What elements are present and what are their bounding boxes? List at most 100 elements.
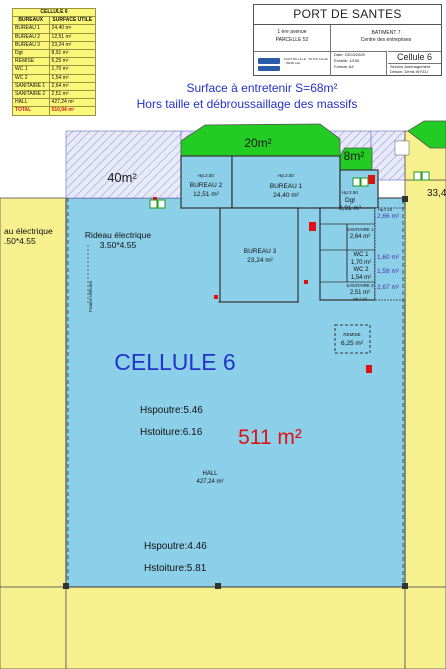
row-value: 1,70 m²	[48, 65, 97, 75]
pillar	[215, 583, 221, 589]
logo-text: PORT DE LILLE · 59 Port Fluvial · 59000 …	[284, 57, 328, 65]
exit-sign-icon	[413, 171, 430, 181]
service-name: Service Aménagement	[390, 64, 431, 69]
table-title: CELLULE 6	[12, 7, 96, 18]
side-val-4: 2,67 m²	[377, 284, 400, 291]
area-33-label: 33,4	[427, 188, 446, 199]
wc2-area: 1,54 m²	[351, 275, 371, 281]
logo-block: PORT DE LILLE · 59 Port Fluvial · 59000 …	[254, 51, 331, 76]
area-8-label: 8m²	[344, 149, 365, 163]
cellule-label: CELLULE 6	[114, 349, 235, 375]
drawing-scale: Echelle: 1/150	[334, 58, 360, 63]
row-value: 24,40 m²	[48, 24, 97, 34]
sanitaire2-name: SANITAIRE 2	[346, 283, 374, 288]
side-hp: Hp:2.43	[378, 207, 393, 212]
wc2-name: WC 2	[354, 267, 370, 273]
fire-extinguisher-icon	[368, 175, 375, 184]
table-header-surface: SURFACE UTILE	[48, 16, 97, 26]
building-block: BATIMENT 7 Centre des entreprises	[331, 25, 441, 51]
row-value: 23,24 m²	[48, 40, 97, 51]
room-bureau1	[231, 155, 341, 209]
side-val-3: 1,58 m²	[377, 268, 400, 275]
bureau3-name: BUREAU 3	[244, 248, 277, 255]
bureau1-hp: Hp:2.50	[278, 173, 294, 178]
row-name: BUREAU 1	[12, 24, 50, 34]
row-name: BUREAU 2	[12, 32, 50, 42]
building-name: BATIMENT 7	[371, 30, 401, 36]
company-logo-icon	[258, 58, 280, 64]
dgt-hp: Hp:2.50	[342, 190, 358, 195]
row-name: SANITAIRE 1	[12, 81, 50, 92]
curtain-line1: Rideau électrique	[85, 230, 151, 240]
drawing-format: Format: A4	[334, 64, 354, 69]
wc1-name: WC 1	[354, 252, 370, 258]
address-line1: 1 ère avenue	[277, 29, 307, 35]
total-name: TOTAL	[12, 106, 50, 116]
neighbour-bottom-left	[0, 586, 67, 669]
row-name: WC 1	[12, 65, 50, 75]
alarm-icon	[153, 197, 157, 201]
fire-extinguisher-icon	[309, 222, 316, 231]
elec-left-line2: .50*4.55	[4, 236, 36, 246]
telecom-label: France télécom	[88, 281, 93, 312]
row-name: SANITAIRE 2	[12, 90, 50, 100]
sanitaire1-name: SANITAIRE 1	[346, 227, 374, 232]
bureau2-name: BUREAU 2	[190, 182, 223, 189]
surface-total-label: 511 m²	[238, 426, 302, 449]
remise-name: REMISE	[343, 332, 360, 337]
alarm-icon	[304, 280, 308, 284]
row-value: 2,64 m²	[48, 81, 97, 92]
neighbour-bottom-mid	[65, 586, 406, 669]
hatched-area-left	[65, 130, 182, 199]
building-sub: Centre des entreprises	[360, 37, 412, 43]
bureau2-hp: Hp:2.50	[198, 173, 214, 178]
side-val-2: 1,60 m²	[377, 254, 400, 261]
row-name: Dgt	[12, 49, 50, 59]
drawing-date: Date: 23/03/2026	[334, 52, 365, 57]
surface-summary-table: CELLULE 6 BUREAUX SURFACE UTILE BUREAU 1…	[12, 7, 97, 116]
exit-sign-icon	[352, 177, 369, 187]
neighbour-door-marks	[394, 140, 410, 156]
port-logo-icon	[258, 66, 280, 71]
room-bureau3	[219, 207, 299, 303]
row-value: 12,51 m²	[48, 32, 97, 42]
bureau1-area: 24,40 m²	[273, 192, 299, 199]
maintenance-line2: Hors taille et débroussaillage des massi…	[137, 97, 358, 111]
hall-name: HALL	[202, 471, 218, 477]
bureau3-area: 23,24 m²	[247, 257, 273, 264]
elec-left-line1: au électrique	[4, 226, 53, 236]
address-block: 1 ère avenue PARCELLE 52	[254, 25, 331, 51]
alarm-icon	[214, 295, 218, 299]
bureau1-name: BUREAU 1	[270, 183, 303, 190]
room-remise	[334, 324, 371, 354]
curtain-line2: 3.50*4.55	[100, 240, 137, 250]
row-value: 6,25 m²	[48, 57, 97, 67]
maintenance-line1: Surface à entretenir S=68m²	[186, 81, 337, 95]
exit-sign-icon	[149, 199, 166, 209]
address-line2: PARCELLE 52	[275, 37, 309, 43]
hspoutre2-label: Hspoutre:4.46	[144, 541, 207, 552]
row-name: BUREAU 3	[12, 40, 50, 51]
sanitaire1-area: 2,64 m²	[350, 234, 370, 240]
row-value: 1,54 m²	[48, 73, 97, 83]
hall-area: 427,24 m²	[196, 479, 223, 485]
cell-name: Cellule 6	[388, 51, 441, 63]
side-val-1: 2,66 m²	[377, 213, 400, 220]
row-name: WC 2	[12, 73, 50, 83]
total-value: 510,94 m²	[48, 106, 97, 116]
wc1-area: 1,70 m²	[351, 260, 371, 266]
room-side-measures	[374, 207, 406, 301]
sanitaire2-hp: Hp:2.43	[353, 296, 368, 301]
dgt-area: 8,91 m²	[339, 205, 362, 212]
title-block: PORT DE SANTES 1 ère avenue PARCELLE 52 …	[253, 4, 442, 76]
